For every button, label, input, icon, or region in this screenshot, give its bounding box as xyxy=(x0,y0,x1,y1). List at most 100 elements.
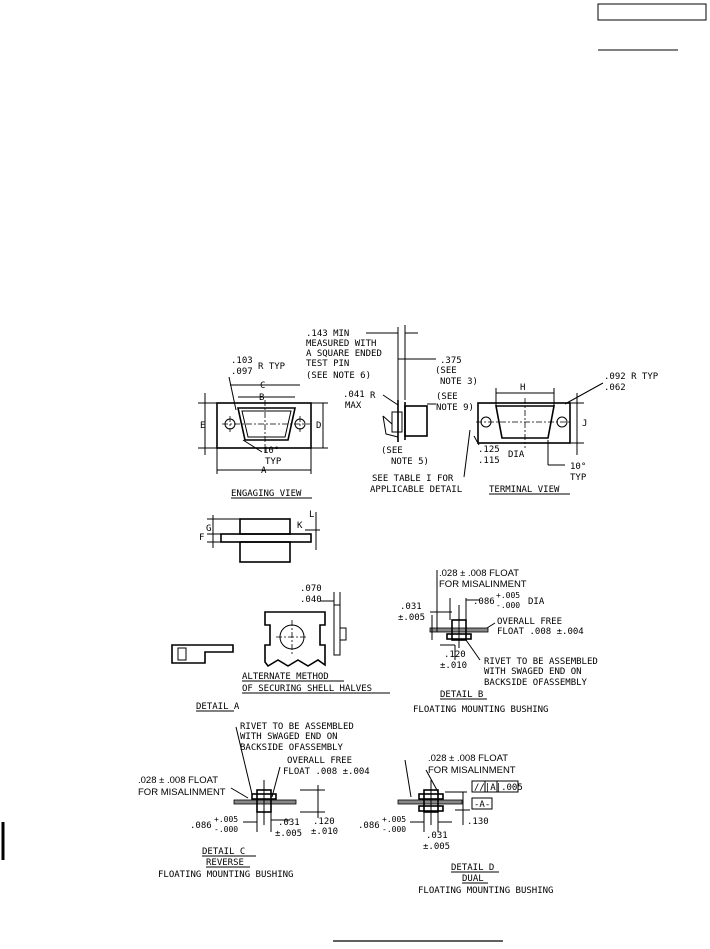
detail-b-dim-010: ±.010 xyxy=(440,661,467,671)
detail-d-dim-005: ±.005 xyxy=(423,842,450,852)
dim-143-line5: (SEE NOTE 6) xyxy=(306,371,371,381)
engaging-view: .103 .097 R TYP C B E D A 10° TYP ENGAGI… xyxy=(198,356,328,499)
doc-number-box xyxy=(597,3,707,21)
detail-c-dim-086: .086 xyxy=(190,821,212,831)
detail-d-misalign: FOR MISALINMENT xyxy=(428,765,516,776)
terminal-view: H J .092 R TYP .062 .125 .115 DIA 10° TY… xyxy=(473,372,659,495)
dim-g: G xyxy=(206,524,211,534)
side-view: .143 MIN MEASURED WITH A SQUARE ENDED TE… xyxy=(306,325,478,495)
see-note9-a: (SEE xyxy=(436,392,458,402)
detail-d-sub2: FLOATING MOUNTING BUSHING xyxy=(418,886,553,896)
dim-062: .062 xyxy=(604,383,626,393)
detail-d-dim-130: .130 xyxy=(467,817,489,827)
max-label: MAX xyxy=(345,401,362,411)
detail-c: RIVET TO BE ASSEMBLED WITH SWAGED END ON… xyxy=(138,722,370,880)
detail-b-misalign: FOR MISALINMENT xyxy=(439,579,527,590)
dim-f: F xyxy=(199,533,204,543)
dim-115: .115 xyxy=(478,456,500,466)
dim-143-line3: A SQUARE ENDED xyxy=(306,349,382,359)
detail-b-dim-005: ±.005 xyxy=(398,613,425,623)
detail-a-title: DETAIL A xyxy=(196,702,240,712)
dim-j: J xyxy=(582,419,587,429)
alt-method-a: ALTERNATE METHOD xyxy=(242,672,329,682)
typ-label: TYP xyxy=(265,457,282,467)
detail-c-title: DETAIL C xyxy=(202,847,245,857)
d-shell xyxy=(237,407,296,441)
see-note3-b: NOTE 3) xyxy=(440,377,478,387)
terminal-view-outline xyxy=(477,402,571,444)
detail-c-rivet-c: BACKSIDE OFASSEMBLY xyxy=(240,743,344,753)
dim-l: L xyxy=(309,510,314,520)
dim-a: A xyxy=(261,466,267,476)
detail-c-dim-010: ±.010 xyxy=(311,827,338,837)
detail-c-tol-up: +.005 xyxy=(214,815,238,824)
detail-c-misalign: FOR MISALINMENT xyxy=(138,787,226,798)
detail-b-tol-dn: -.000 xyxy=(496,601,520,610)
dim-125: .125 xyxy=(478,445,500,455)
see-table-a: SEE TABLE I FOR xyxy=(372,474,454,484)
detail-b-float: .028 ± .008 FLOAT xyxy=(439,568,519,579)
alt-method-plate xyxy=(264,611,326,668)
detail-d-tol-dn: -.000 xyxy=(382,825,406,834)
detail-c-float: .028 ± .008 FLOAT xyxy=(138,775,218,786)
detail-b-rivet-c: BACKSIDE OFASSEMBLY xyxy=(484,678,588,688)
dim-c: C xyxy=(260,381,265,391)
detail-c-dim-031: .031 xyxy=(278,818,300,828)
dim-097: .097 xyxy=(231,367,253,377)
detail-b-overall-b: FLOAT .008 ±.004 xyxy=(497,627,584,637)
dim-h: H xyxy=(520,383,525,393)
detail-b-title: DETAIL B xyxy=(440,690,483,700)
dim-143-line2: MEASURED WITH xyxy=(306,339,376,349)
see-note5-b: NOTE 5) xyxy=(391,457,429,467)
see-note5-a: (SEE xyxy=(381,446,403,456)
engaging-view-outline xyxy=(216,402,312,449)
detail-c-overall-b: FLOAT .008 ±.004 xyxy=(283,767,370,777)
detail-c-overall-a: OVERALL FREE xyxy=(287,756,352,766)
dim-041: .041 xyxy=(343,390,365,400)
detail-d: .028 ± .008 FLOAT FOR MISALINMENT //|A|.… xyxy=(358,753,553,896)
dim-d: D xyxy=(316,421,321,431)
detail-d-datum: -A- xyxy=(474,800,490,810)
see-table-b: APPLICABLE DETAIL xyxy=(370,485,462,495)
see-note9-b: NOTE 9) xyxy=(436,403,474,413)
detail-b: .028 ± .008 FLOAT FOR MISALINMENT .031 ±… xyxy=(398,568,598,715)
typ-label-b: TYP xyxy=(570,473,587,483)
detail-b-dim-086: .086 xyxy=(473,597,495,607)
detail-b-rivet-a: RIVET TO BE ASSEMBLED xyxy=(484,657,598,667)
detail-b-overall-a: OVERALL FREE xyxy=(497,617,562,627)
detail-c-dim-120: .120 xyxy=(313,817,335,827)
detail-b-subtitle: FLOATING MOUNTING BUSHING xyxy=(413,705,548,715)
deg-10b: 10° xyxy=(570,462,586,472)
detail-d-tol-up: +.005 xyxy=(382,815,406,824)
dim-143-line4: TEST PIN xyxy=(306,359,349,369)
dim-b: B xyxy=(259,393,264,403)
detail-b-dim-031: .031 xyxy=(400,602,422,612)
dim-103: .103 xyxy=(231,356,253,366)
detail-d-dim-086: .086 xyxy=(358,821,380,831)
detail-d-tol-frame: //|A|.005 xyxy=(474,783,523,793)
detail-d-title: DETAIL D xyxy=(451,863,494,873)
dim-k: K xyxy=(297,521,303,531)
dim-070: .070 xyxy=(300,584,322,594)
detail-c-rivet-b: WITH SWAGED END ON xyxy=(240,732,338,742)
detail-b-rivet-b: WITH SWAGED END ON xyxy=(484,667,582,677)
dim-e: E xyxy=(200,421,205,431)
detail-a: .070 .040 ALTERNATE METHOD OF SECURING S… xyxy=(171,584,390,712)
detail-d-sub1: DUAL xyxy=(462,874,484,884)
detail-c-tol-dn: -.000 xyxy=(214,825,238,834)
detail-c-dim-005: ±.005 xyxy=(275,829,302,839)
engaging-view-title: ENGAGING VIEW xyxy=(231,489,302,499)
alt-method-b: OF SECURING SHELL HALVES xyxy=(242,684,372,694)
detail-d-float: .028 ± .008 FLOAT xyxy=(428,753,508,764)
tolerance-frame xyxy=(471,780,519,793)
detail-c-sub2: FLOATING MOUNTING BUSHING xyxy=(158,870,293,880)
detail-b-dim-120: .120 xyxy=(444,650,466,660)
r-typ-label: R TYP xyxy=(258,362,286,372)
detail-b-tol-up: +.005 xyxy=(496,591,520,600)
dim-375: .375 xyxy=(440,356,462,366)
dim-143: .143 MIN xyxy=(306,329,349,339)
detail-b-dia: DIA xyxy=(528,597,545,607)
dim-092: .092 R TYP xyxy=(604,372,659,382)
dia-label: DIA xyxy=(508,450,525,460)
